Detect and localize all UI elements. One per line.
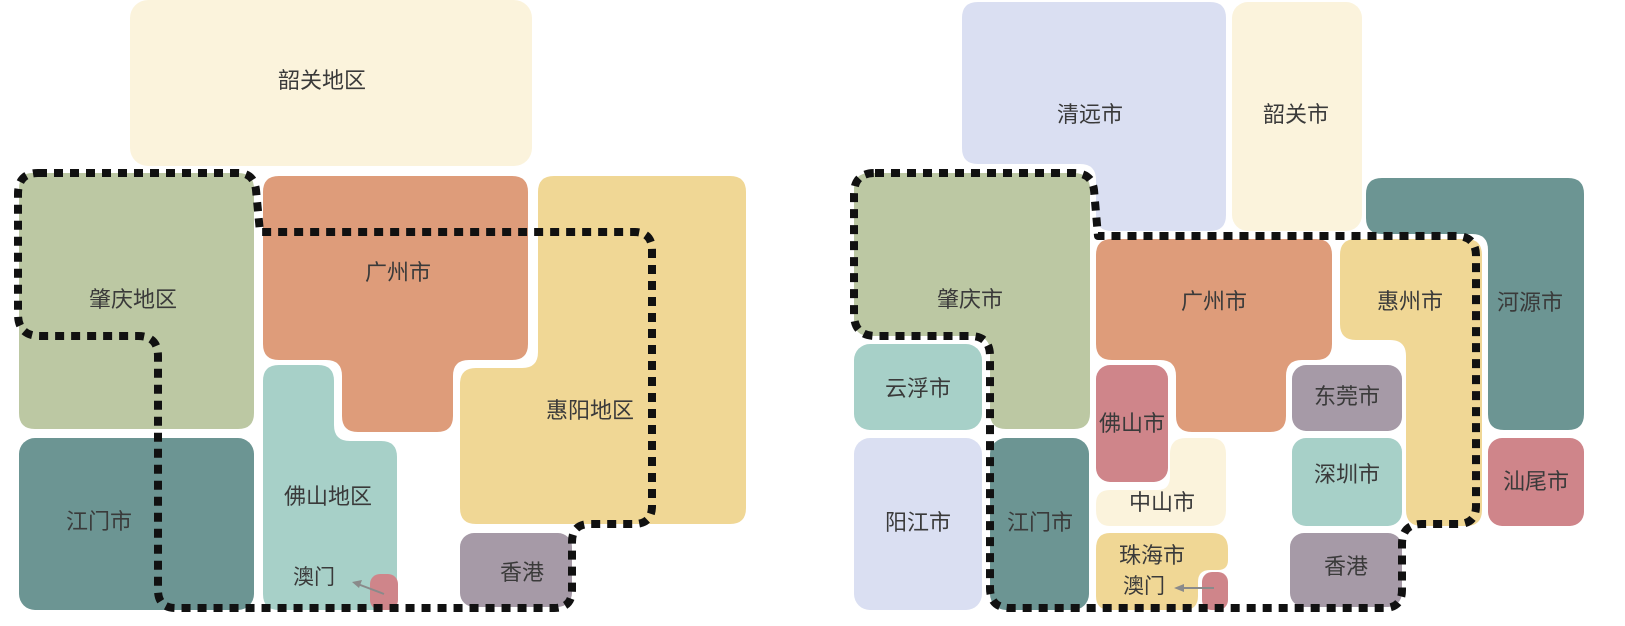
region-zhongshan-area — [1096, 438, 1226, 526]
label-zhongshan: 中山市 — [1129, 491, 1195, 516]
region-yangjiang-area — [854, 438, 982, 610]
label-foshan: 佛山地区 — [284, 485, 372, 510]
region-jiangmen-area — [990, 438, 1089, 610]
region-dongguan-area — [1292, 365, 1402, 431]
region-qingyuan-area — [962, 2, 1226, 231]
region-macau-area — [1202, 572, 1228, 610]
label-dongguan: 东莞市 — [1314, 385, 1380, 410]
region-zhaoqing-area — [854, 173, 1090, 429]
arrow-pointer-icon — [352, 580, 385, 595]
region-heyuan-area — [1366, 178, 1584, 430]
label-zhaoqing: 肇庆地区 — [89, 288, 177, 313]
label-foshan-city: 佛山市 — [1099, 412, 1165, 437]
label-heyuan: 河源市 — [1497, 291, 1563, 316]
region-shenzhen-area — [1292, 438, 1402, 526]
region-shaoguan-area — [1232, 2, 1362, 231]
region-huiyang-area — [460, 176, 746, 524]
right-cartogram: 清远市 韶关市 河源市 肇庆市 广州市 惠州市 云浮市 佛山市 东莞市 汕尾市 … — [850, 2, 1584, 612]
region-guangzhou-area — [263, 176, 528, 432]
label-huizhou: 惠州市 — [1377, 290, 1443, 315]
region-foshan-area — [263, 365, 397, 610]
label-zhuhai: 珠海市 — [1119, 544, 1185, 569]
region-huizhou-area — [1340, 239, 1482, 526]
label-macau: 澳门 — [293, 565, 335, 589]
region-macau-area — [370, 574, 398, 610]
region-hongkong-area — [460, 533, 572, 607]
label-zhaoqing-city: 肇庆市 — [937, 288, 1003, 313]
region-shanwei-area — [1488, 438, 1584, 526]
label-shanwei: 汕尾市 — [1503, 470, 1569, 495]
dashed-boundary-icon — [850, 169, 1480, 612]
region-yunfu-area — [854, 344, 982, 430]
region-guangzhou-area — [1096, 239, 1332, 432]
label-guangzhou: 广州市 — [365, 261, 431, 286]
label-huiyang: 惠阳地区 — [546, 399, 634, 424]
region-zhuhai-area — [1096, 533, 1228, 610]
label-guangzhou-city: 广州市 — [1181, 290, 1247, 315]
label-qingyuan: 清远市 — [1057, 103, 1123, 128]
label-jiangmen: 江门市 — [66, 510, 132, 535]
label-yangjiang: 阳江市 — [885, 511, 951, 536]
label-jiangmen-city: 江门市 — [1007, 511, 1073, 536]
label-shaoguan: 韶关地区 — [278, 69, 366, 94]
label-hongkong-right: 香港 — [1324, 555, 1368, 580]
region-shaoguan-area — [130, 0, 532, 166]
region-hongkong-area — [1290, 533, 1402, 607]
label-yunfu: 云浮市 — [885, 377, 951, 402]
label-shenzhen: 深圳市 — [1314, 463, 1380, 488]
region-zhaoqing-area — [19, 173, 254, 429]
label-macau-right: 澳门 — [1123, 574, 1165, 598]
left-cartogram: 韶关地区 肇庆地区 广州市 惠阳地区 江门市 佛山地区 香港 澳门 — [14, 0, 746, 612]
label-hongkong: 香港 — [500, 561, 544, 586]
label-shaoguan-city: 韶关市 — [1263, 103, 1329, 128]
dashed-boundary-icon — [14, 169, 656, 612]
region-foshan-area — [1096, 365, 1168, 482]
region-jiangmen-area — [19, 438, 254, 610]
arrow-pointer-icon — [1174, 584, 1214, 592]
